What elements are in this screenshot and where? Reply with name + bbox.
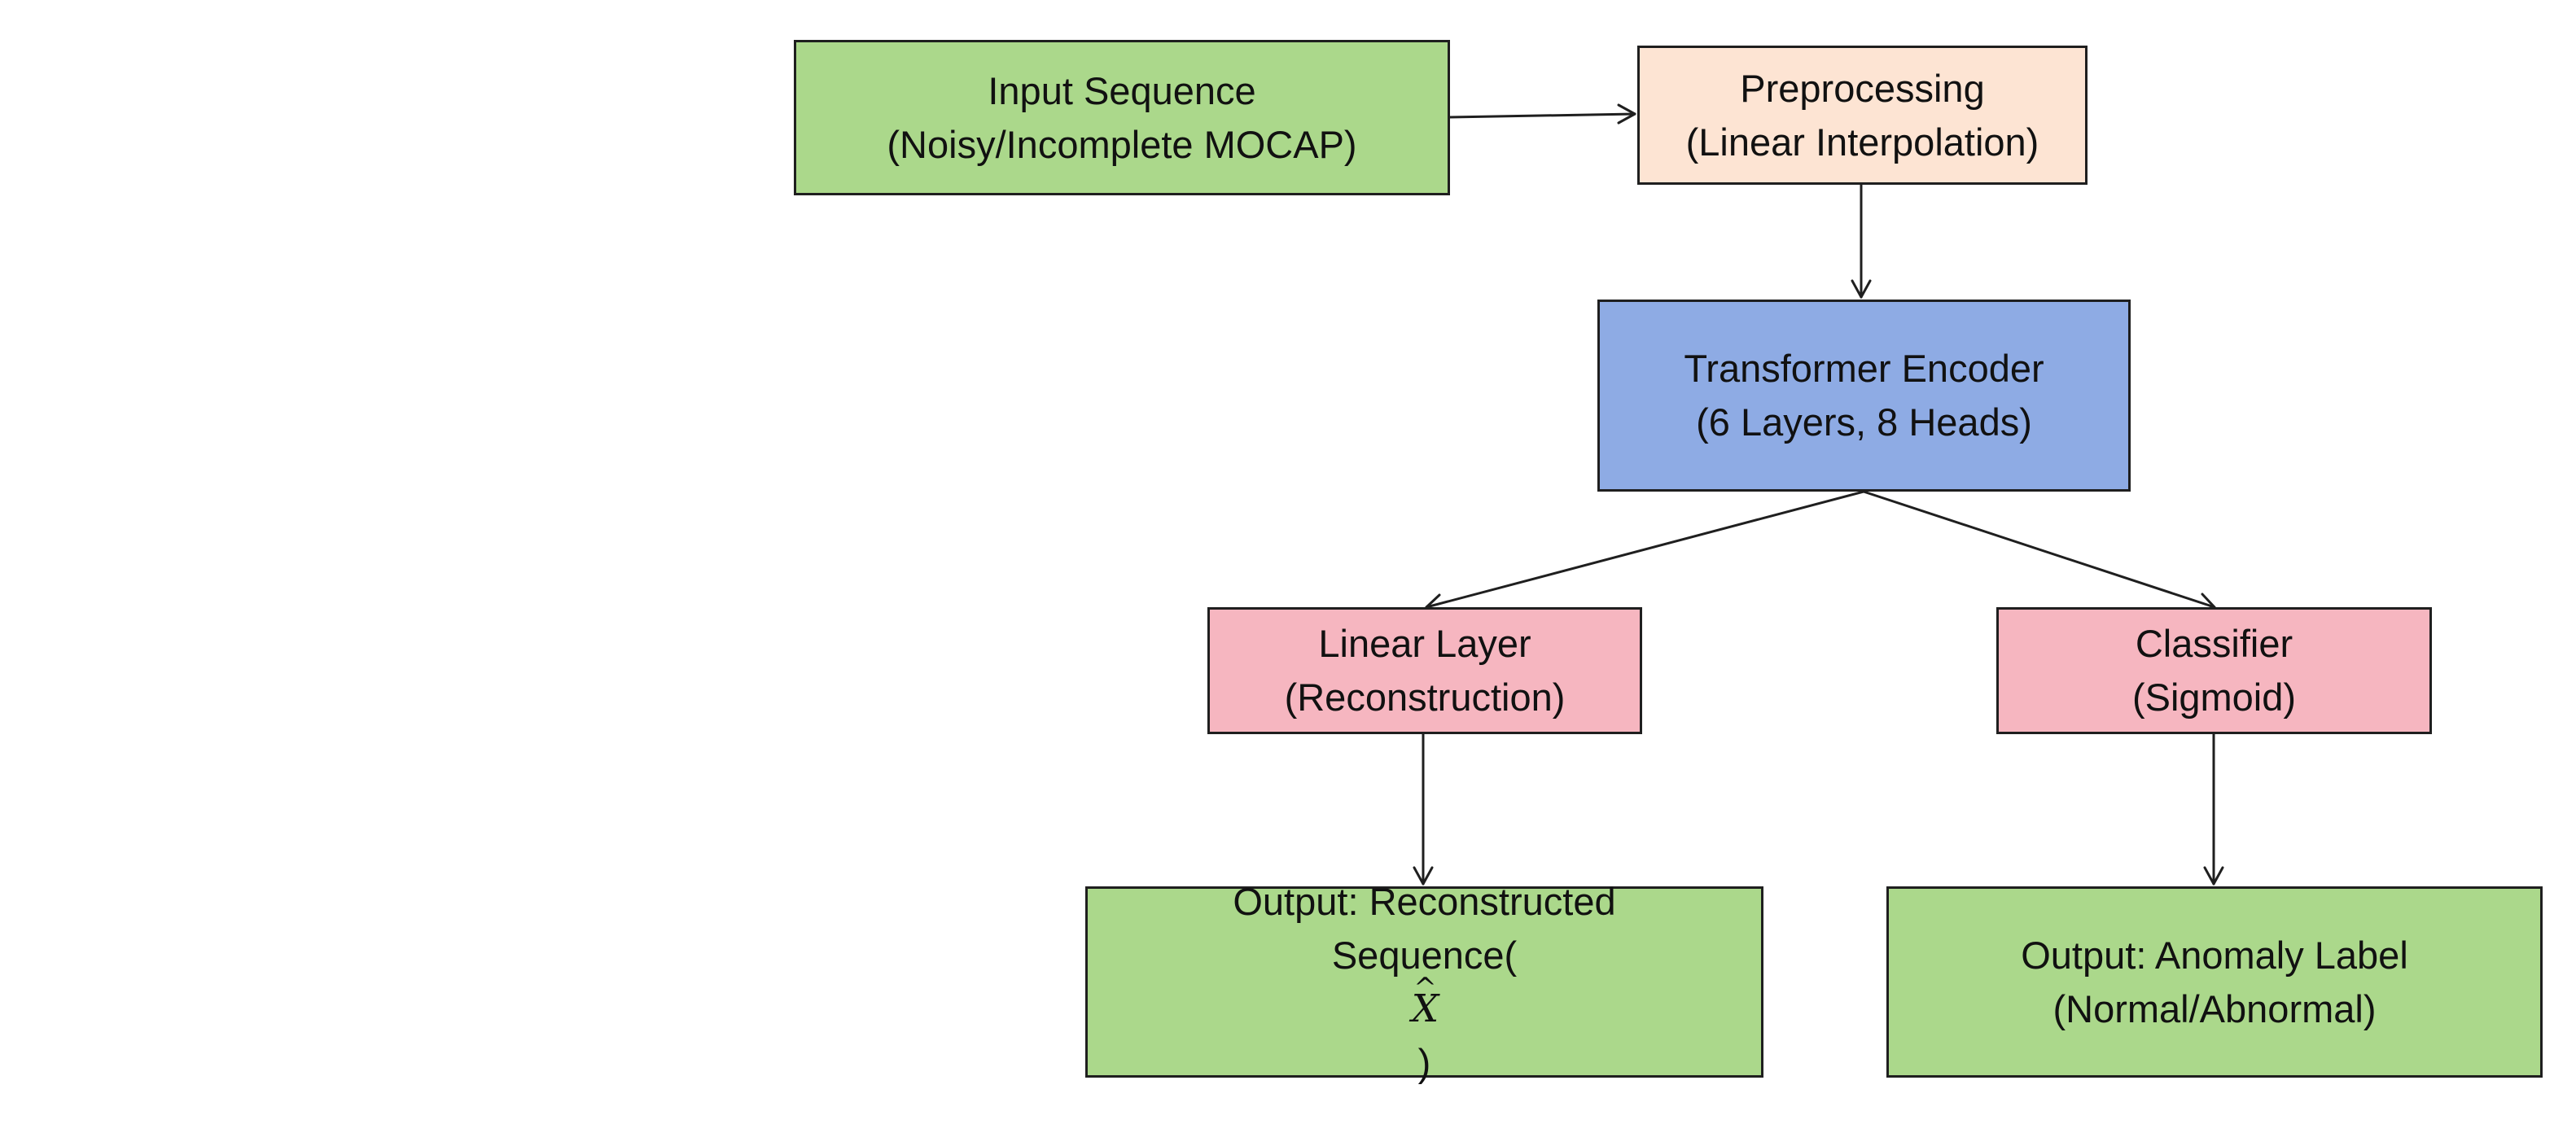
arrowhead-preprocessing — [1617, 103, 1636, 125]
arrowhead-encoder — [1851, 279, 1872, 299]
output-reconstruction-suffix: ) — [1417, 1040, 1431, 1084]
output-reconstruction-node: Output: Reconstructed Sequence(X) — [1085, 880, 1763, 1084]
output-anomaly-node: Output: Anomaly Label (Normal/Abnormal) — [1886, 886, 2543, 1078]
output-reconstruction-title: Output: Reconstructed — [1233, 879, 1616, 923]
linear-layer-title: Linear Layer — [1318, 622, 1531, 665]
preprocessing-node: Preprocessing (Linear Interpolation) — [1637, 46, 2088, 185]
transformer-encoder-subtitle: (6 Layers, 8 Heads) — [1696, 400, 2032, 444]
transformer-encoder-node: Transformer Encoder (6 Layers, 8 Heads) — [1597, 300, 2131, 492]
input-sequence-subtitle: (Noisy/Incomplete MOCAP) — [887, 122, 1357, 166]
edge-input-to-preprocessing — [1448, 112, 1636, 119]
classifier-title: Classifier — [2135, 622, 2293, 665]
edge-encoder-to-classifier — [1862, 490, 2216, 609]
x-hat-symbol: X — [1335, 982, 1515, 1036]
preprocessing-title: Preprocessing — [1740, 66, 1985, 110]
classifier-subtitle: (Sigmoid) — [2131, 676, 2297, 719]
transformer-encoder-title: Transformer Encoder — [1684, 347, 2044, 390]
preprocessing-subtitle: (Linear Interpolation) — [1685, 120, 2039, 164]
linear-layer-node: Linear Layer (Reconstruction) — [1207, 607, 1642, 734]
input-sequence-title: Input Sequence — [988, 68, 1256, 112]
arrowhead-output-anomaly — [2203, 866, 2224, 886]
output-anomaly-subtitle: (Normal/Abnormal) — [2052, 986, 2377, 1030]
input-sequence-node: Input Sequence (Noisy/Incomplete MOCAP) — [794, 40, 1450, 195]
output-anomaly-title: Output: Anomaly Label — [2021, 933, 2408, 977]
edge-encoder-to-linear-layer — [1425, 490, 1865, 609]
classifier-node: Classifier (Sigmoid) — [1996, 607, 2432, 734]
linear-layer-subtitle: (Reconstruction) — [1284, 676, 1566, 719]
output-reconstruction-subtitle: Sequence(X) — [1332, 929, 1517, 1090]
